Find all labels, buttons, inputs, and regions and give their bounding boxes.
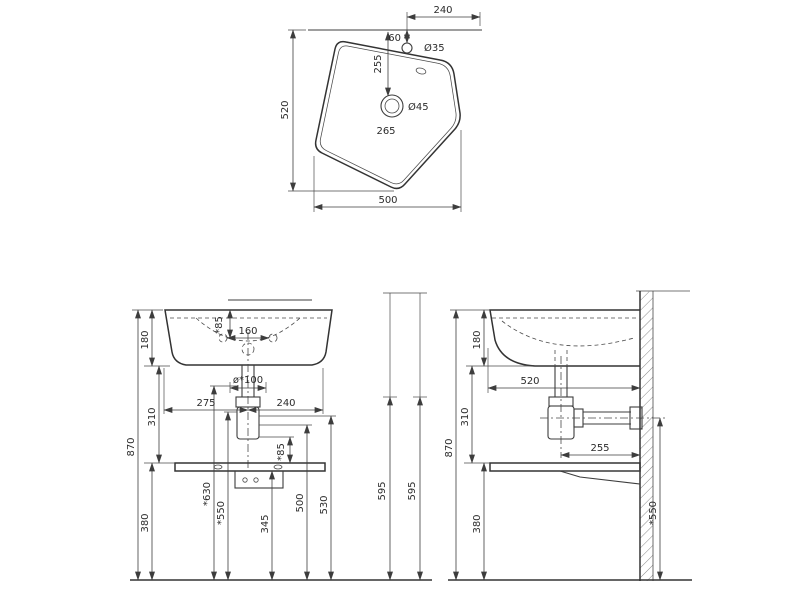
trap-body	[236, 406, 260, 440]
dim-label-310: 310	[460, 407, 471, 426]
top-view-dimension-labels: 240 60 Ø35 255 520 Ø45 265 500	[280, 5, 453, 206]
shelf	[174, 462, 326, 472]
dim-label-160: 160	[238, 326, 257, 337]
dim-label-380: 380	[472, 514, 483, 533]
bowl-hidden-curve	[195, 317, 301, 342]
dim-label-870: 870	[126, 437, 137, 456]
dim-label-520: 520	[520, 376, 539, 387]
bracket-screw	[242, 477, 248, 483]
dim-label-550: *550	[648, 501, 659, 525]
drain-hole-outer	[380, 94, 404, 118]
basin-side-outline	[489, 309, 640, 367]
dim-label-85-top: *85	[214, 316, 225, 334]
top-view-dimension-lines	[288, 12, 481, 212]
dim-label-550: *550	[216, 501, 227, 525]
dim-label-85: *85	[276, 443, 287, 461]
dim-label-dia45: Ø45	[408, 101, 429, 113]
shelf	[489, 462, 641, 472]
dim-label-180: 180	[140, 330, 151, 349]
dim-label-500: 500	[378, 195, 397, 206]
dim-label-dia35: Ø35	[424, 42, 445, 54]
dim-label-630: *630	[202, 482, 213, 506]
dim-label-255: 255	[590, 443, 609, 454]
dim-label-60: 60	[388, 33, 401, 44]
mount-bracket	[234, 470, 284, 489]
side-view-dimension-labels: 520 255 180 310 380 870 *550	[444, 330, 659, 533]
front-view: *85 160 ø*100 275 240 *85 180 310 380 87…	[126, 292, 432, 581]
tap-hole-hidden-left	[218, 333, 228, 343]
basin-outline-outer	[314, 40, 461, 190]
dim-label-520: 520	[280, 100, 291, 119]
basin-rim-inner	[319, 45, 457, 185]
dim-label-595b: 595	[407, 481, 418, 500]
dim-label-345: 345	[260, 514, 271, 533]
dim-label-595a: 595	[377, 481, 388, 500]
bowl-hidden-curve	[501, 320, 635, 347]
front-view-dimension-labels: *85 160 ø*100 275 240 *85 180 310 380 87…	[126, 316, 418, 533]
dim-label-870: 870	[444, 438, 455, 457]
dim-label-500: 500	[295, 493, 306, 512]
bracket-screw	[253, 477, 259, 483]
shelf-side	[489, 462, 641, 485]
trap-front	[235, 365, 261, 440]
shelf-hole	[273, 464, 283, 470]
wall-hatch	[640, 291, 653, 581]
dim-label-310: 310	[147, 407, 158, 426]
dim-label-dia100: ø*100	[233, 375, 263, 386]
dim-label-265: 265	[376, 126, 395, 137]
dim-label-240: 240	[433, 5, 452, 16]
faucet-hole	[401, 42, 413, 54]
dim-label-530: 530	[319, 495, 330, 514]
top-view: 240 60 Ø35 255 520 Ø45 265 500	[280, 5, 482, 212]
overflow-slot	[415, 67, 427, 75]
dim-label-240: 240	[276, 398, 295, 409]
dim-label-380: 380	[140, 513, 151, 532]
drain-hole-inner	[384, 98, 400, 114]
side-view: 520 255 180 310 380 870 *550	[444, 290, 692, 581]
basin-front-outline	[164, 309, 333, 366]
tap-hole-hidden-right	[268, 333, 278, 343]
dim-label-275: 275	[196, 398, 215, 409]
dim-label-180: 180	[472, 330, 483, 349]
shelf-bracket	[559, 470, 641, 485]
front-view-dimension-lines	[132, 292, 427, 581]
shelf-hole	[213, 464, 223, 470]
side-view-dimension-lines	[450, 309, 663, 581]
trap-side	[540, 356, 668, 458]
dim-label-255: 255	[373, 54, 384, 73]
shelf-front	[174, 462, 326, 489]
